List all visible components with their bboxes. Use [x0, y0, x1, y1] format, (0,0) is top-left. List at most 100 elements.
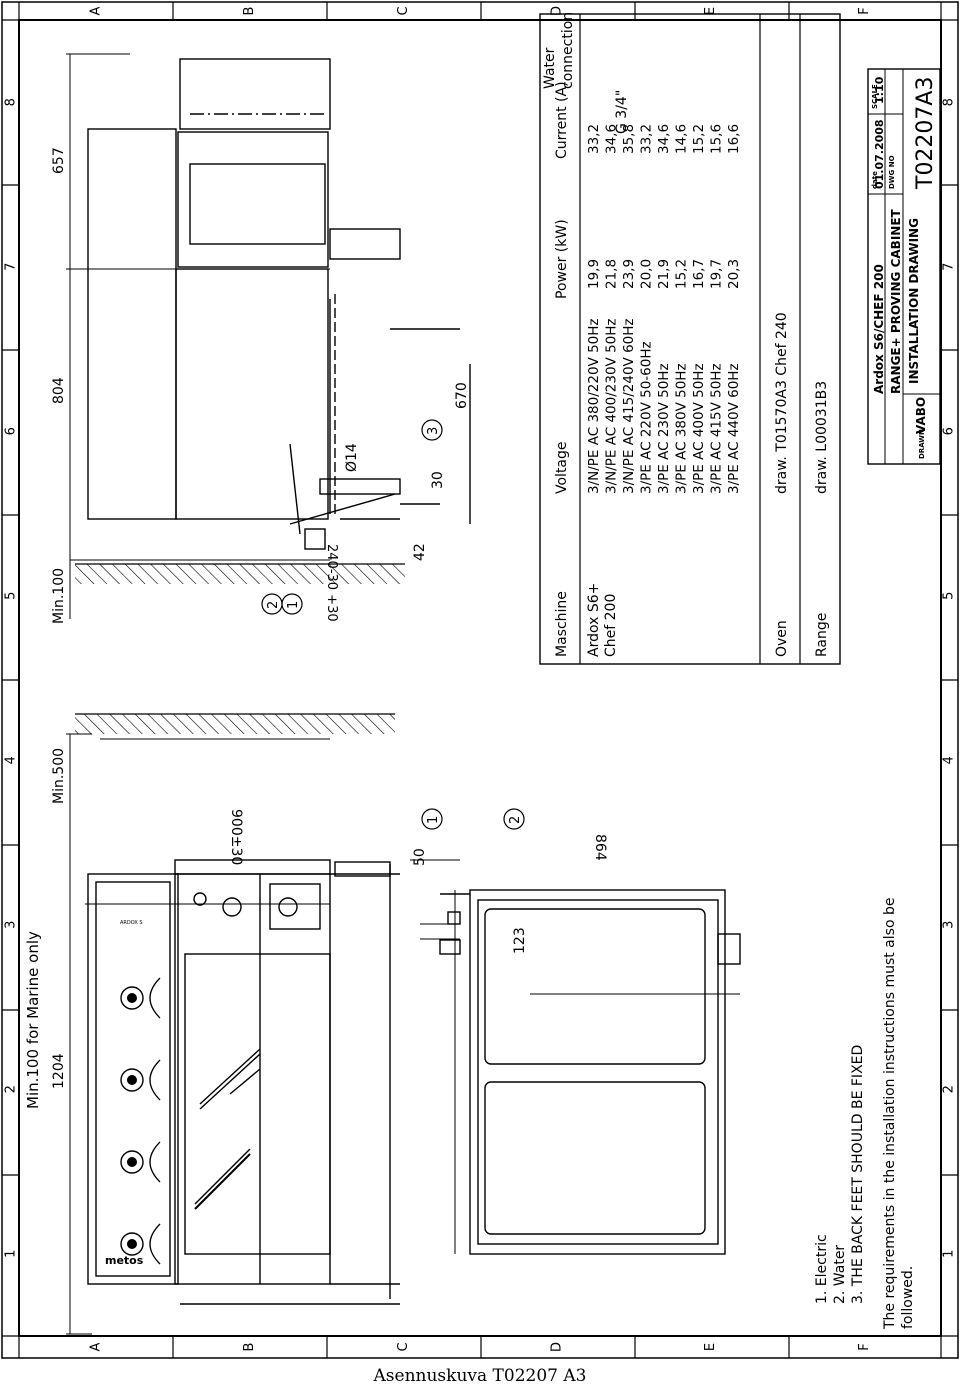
cell-current: 35,8	[621, 124, 637, 154]
oven-value: draw. T01570A3 Chef 240	[774, 312, 790, 494]
cell-voltage: 3/PE AC 415V 50Hz	[709, 363, 725, 494]
grid-number-left: 7	[4, 263, 19, 271]
cabinet-front-dims	[85, 738, 740, 1254]
note-requirement-1: The requirements in the installation ins…	[882, 898, 898, 1330]
dim-30: 30	[430, 471, 446, 489]
grid-number-left: 4	[4, 756, 19, 764]
scale-label: SCALE	[871, 84, 879, 109]
cell-voltage: 3/PE AC 380V 50Hz	[674, 363, 690, 494]
cell-current: 16,6	[726, 124, 742, 154]
grid-letter-bottom: B	[242, 1343, 257, 1352]
dim-min100: Min.100	[51, 568, 67, 624]
range-side-view	[87, 58, 401, 520]
burner-arc	[149, 1141, 161, 1183]
burner-arc	[149, 1223, 161, 1265]
dim-42: 42	[412, 543, 428, 561]
cell-current: 33,2	[639, 124, 655, 154]
machine-1: Ardox S6+	[586, 583, 602, 657]
grid-letter-bottom: F	[857, 1343, 872, 1350]
grid-number-right: 2	[942, 1085, 957, 1093]
grid-letter-top: D	[549, 6, 564, 16]
burner-knob	[120, 1068, 144, 1092]
grid-letter-top: A	[88, 6, 103, 15]
grid-number-right: 1	[942, 1250, 957, 1258]
cell-voltage: 3/N/PE AC 400/230V 50Hz	[604, 319, 620, 495]
cabinet-front-view	[439, 889, 741, 1255]
burner-knob-center	[127, 1075, 137, 1085]
th-water-1: Water	[542, 47, 558, 89]
model-plate: ARDOX S	[120, 920, 143, 926]
floor-hatch-side	[75, 564, 405, 584]
water-value: G 3/4"	[614, 90, 630, 134]
title-line-2: RANGE+ PROVING CABINET	[889, 208, 903, 394]
title-line-3: INSTALLATION DRAWING	[907, 218, 921, 384]
spec-table: Maschine Voltage Power (kW) Current (A) …	[539, 12, 841, 665]
grid-letter-bottom: E	[703, 1343, 718, 1351]
callout-2b: 2	[508, 816, 523, 824]
floor-hatch-front	[75, 714, 395, 734]
cell-current: 34,6	[656, 124, 672, 154]
grid-number-right: 6	[942, 427, 957, 435]
dim-50: 50	[412, 848, 428, 866]
cell-power: 23,9	[621, 259, 637, 289]
dim-240: 240-30 +30	[324, 544, 339, 622]
cell-current: 33,2	[586, 124, 602, 154]
grid-letter-bottom: A	[88, 1342, 103, 1351]
top-dimension-lines	[66, 53, 330, 1335]
callout-3: 3	[426, 427, 441, 435]
burner-knob-center	[127, 1157, 137, 1167]
callout-circles	[261, 419, 525, 830]
callout-1b: 1	[426, 816, 441, 824]
callout-1a: 1	[286, 601, 301, 609]
grid-number-left: 1	[4, 1250, 19, 1258]
burner-knob-center	[127, 993, 137, 1003]
dim-864: 864	[592, 834, 608, 861]
inner-frame	[18, 19, 942, 1337]
dwg-number: T02207A3	[913, 77, 938, 190]
grid-number-right: 3	[942, 921, 957, 929]
cell-power: 16,7	[691, 259, 707, 289]
marine-note: Min.100 for Marine only	[24, 931, 42, 1109]
cell-power: 21,8	[604, 259, 620, 289]
dim-min500: Min.500	[51, 748, 67, 804]
note-water: 2. Water	[832, 1245, 848, 1304]
date-value: 01.07.2008	[873, 119, 886, 189]
oven-label: Oven	[774, 620, 790, 657]
cell-power: 21,9	[656, 259, 672, 289]
burner-knob	[120, 986, 144, 1010]
drawn-label: DRAWN	[918, 429, 926, 459]
dim-1204: 1204	[51, 1053, 67, 1089]
scale-value: 1:10	[873, 76, 886, 104]
dim-804: 804	[51, 377, 67, 404]
cell-current: 15,2	[691, 124, 707, 154]
cell-voltage: 3/PE AC 230V 50Hz	[656, 363, 672, 494]
dim-670: 670	[454, 382, 470, 409]
burner-knob-center	[127, 1239, 137, 1249]
dim-phi14: Ø14	[344, 443, 360, 472]
cell-current: 14,6	[674, 124, 690, 154]
burner-knob	[120, 1232, 144, 1256]
grid-number-left: 3	[4, 921, 19, 929]
grid-letter-top: E	[703, 7, 718, 15]
cell-power: 20,3	[726, 259, 742, 289]
th-voltage: Voltage	[554, 441, 570, 494]
grid-number-right: 5	[942, 592, 957, 600]
th-power: Power (kW)	[554, 219, 570, 299]
cell-current: 34,6	[604, 124, 620, 154]
range-front-view	[87, 859, 400, 1305]
cell-power: 15,2	[674, 259, 690, 289]
machine-2: Chef 200	[603, 594, 619, 657]
grid-letter-top: B	[242, 7, 257, 16]
dim-900: 900±30	[228, 809, 244, 865]
th-machine: Maschine	[554, 591, 570, 657]
note-electric: 1. Electric	[814, 1234, 830, 1304]
frame-ticks	[2, 2, 958, 1358]
title-block: Ardox S6/CHEF 200 RANGE+ PROVING CABINET…	[867, 68, 941, 465]
cell-power: 19,9	[586, 259, 602, 289]
dim-657: 657	[51, 147, 67, 174]
dim-123: 123	[512, 927, 528, 954]
range-label: Range	[814, 613, 830, 657]
